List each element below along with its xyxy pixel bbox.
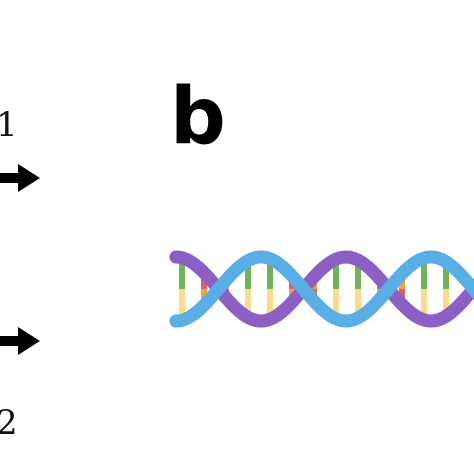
dna-base-pair <box>421 258 427 289</box>
dna-base-pair <box>421 289 427 320</box>
panel-label-b: b <box>170 72 226 162</box>
dna-base-pair <box>355 260 361 289</box>
right-arrow-icon <box>0 164 40 192</box>
dna-double-helix-icon <box>169 250 474 328</box>
dna-strand-purple-front <box>234 306 458 328</box>
dna-base-pair <box>245 260 251 289</box>
dna-base-pair <box>179 289 185 321</box>
dna-base-pair <box>355 289 361 318</box>
dna-base-pair <box>267 258 273 289</box>
dna-base-pair <box>179 257 185 289</box>
dna-base-pair <box>333 259 339 289</box>
right-arrow-icon <box>0 327 40 355</box>
dna-base-pair <box>443 261 449 289</box>
label-2: 2 <box>0 403 18 443</box>
dna-base-pair <box>267 289 273 320</box>
label-1: 1 <box>0 105 18 145</box>
dna-strand-blue <box>169 250 474 328</box>
dna-base-pair <box>443 289 449 317</box>
dna-base-pair <box>245 289 251 318</box>
dna-base-pair <box>333 289 339 319</box>
